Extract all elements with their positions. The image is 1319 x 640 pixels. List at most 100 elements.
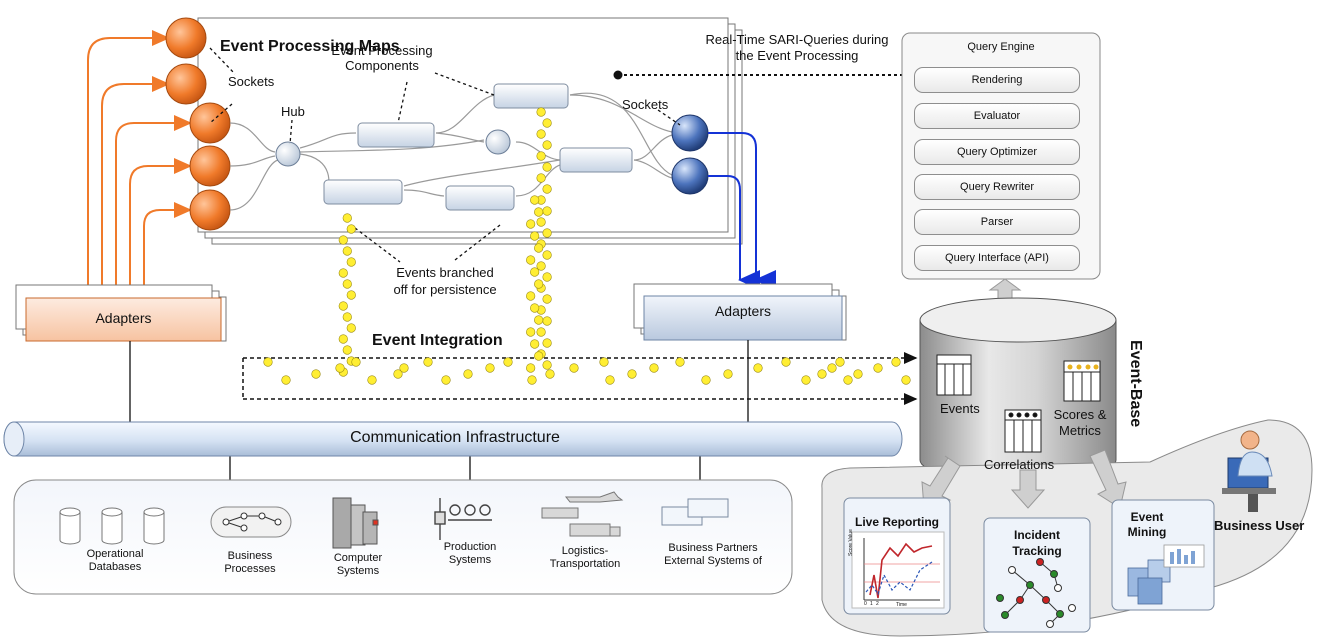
chart-tick-0: 0 — [864, 601, 867, 607]
live-reporting-title: Live Reporting — [854, 515, 939, 529]
business-user-label: Business User — [1214, 518, 1305, 533]
event-dot — [342, 312, 352, 322]
sari-queries-line1: Real-Time SARI-Queries during — [705, 32, 889, 47]
event-dot — [873, 363, 883, 373]
logistics-icon — [541, 491, 624, 537]
epm-frame-front — [197, 17, 729, 233]
event-dot — [853, 369, 863, 379]
event-dot — [534, 243, 544, 253]
event-dot — [534, 207, 544, 217]
data-cube-icon — [1127, 544, 1205, 605]
event-dot — [542, 228, 552, 238]
event-dot — [536, 129, 546, 139]
event-dot — [542, 338, 552, 348]
source-2-line1: Computer — [333, 552, 383, 564]
event-dot — [536, 151, 546, 161]
event-mining-title: Event Mining — [1112, 510, 1182, 540]
event-dot — [530, 339, 540, 349]
adapters-right — [643, 295, 843, 341]
event-dot — [342, 345, 352, 355]
event-dot — [534, 351, 544, 361]
output-socket-1 — [671, 114, 709, 152]
event-dot — [536, 173, 546, 183]
sockets-left-label: Sockets — [228, 74, 275, 89]
event-dot — [526, 219, 536, 229]
output-arrows-gray — [921, 449, 1127, 509]
event-dot — [542, 360, 552, 370]
incident-tracking-title: Incident Tracking — [984, 527, 1090, 559]
event-dot — [423, 357, 433, 367]
qe-evaluator: Evaluator — [914, 103, 1080, 129]
source-4-line1: Logistics- — [561, 545, 609, 557]
source-3-line2: Systems — [448, 554, 492, 566]
scores-metrics-label: Scores & Metrics — [1050, 407, 1110, 439]
source-0-line2: Databases — [88, 561, 142, 573]
event-dot — [441, 375, 451, 385]
adapter-input-arrows — [87, 30, 192, 285]
event-dot — [542, 118, 552, 128]
communication-pipe — [3, 421, 903, 457]
chart-tick-1: 1 — [870, 601, 873, 607]
event-dot — [827, 363, 837, 373]
event-dot — [542, 184, 552, 194]
event-dot — [503, 357, 513, 367]
source-2-line2: Systems — [336, 565, 380, 577]
incident-line1: Incident — [1013, 528, 1060, 542]
event-dot — [569, 363, 579, 373]
event-dot — [346, 257, 356, 267]
processing-components — [323, 83, 633, 211]
event-dot — [536, 261, 546, 271]
qe-parser: Parser — [914, 209, 1080, 235]
chart-tick-2: 2 — [876, 601, 879, 607]
hub-left — [275, 141, 301, 167]
event-dot — [599, 357, 609, 367]
qe-query-rewriter: Query Rewriter — [914, 174, 1080, 200]
event-dot — [311, 369, 321, 379]
events-label: Events — [940, 401, 980, 416]
sari-queries-label: Real-Time SARI-Queries during the Event … — [692, 32, 902, 64]
event-dot — [530, 267, 540, 277]
event-dot — [536, 217, 546, 227]
correlations-table-icon — [1004, 409, 1042, 453]
event-dot — [338, 235, 348, 245]
scores-line1: Scores & — [1053, 407, 1107, 422]
event-dot — [542, 250, 552, 260]
source-4-line2: Transportation — [549, 558, 621, 570]
event-dot — [527, 375, 537, 385]
events-table-icon — [936, 354, 972, 396]
output-arrows — [708, 132, 776, 290]
adapters-right-label: Adapters — [714, 303, 772, 319]
event-base-title: Event-Base — [1127, 340, 1144, 428]
event-dot — [463, 369, 473, 379]
components-label-line1: Event Processing — [331, 43, 433, 58]
qe-query-interface: Query Interface (API) — [914, 245, 1080, 271]
event-dot — [534, 279, 544, 289]
source-3-line1: Production — [443, 541, 497, 553]
event-dot — [843, 375, 853, 385]
event-dot — [701, 375, 711, 385]
computer-systems-icon — [332, 497, 379, 549]
event-dot — [545, 369, 555, 379]
adapters-left — [25, 297, 222, 342]
event-dot — [281, 375, 291, 385]
source-5-line1: Business Partners — [668, 542, 758, 554]
event-dot — [675, 357, 685, 367]
event-dot — [542, 206, 552, 216]
event-dot — [338, 268, 348, 278]
input-sockets — [165, 17, 231, 231]
partner-systems-icon — [661, 498, 729, 526]
event-dot — [335, 363, 345, 373]
components-label-line2: Components — [345, 58, 419, 73]
event-dot — [723, 369, 733, 379]
live-reporting-chart — [851, 531, 945, 609]
event-dot — [781, 357, 791, 367]
event-dots — [263, 107, 911, 385]
source-1-line1: Business — [227, 550, 273, 562]
event-dot — [526, 255, 536, 265]
event-dot — [338, 301, 348, 311]
